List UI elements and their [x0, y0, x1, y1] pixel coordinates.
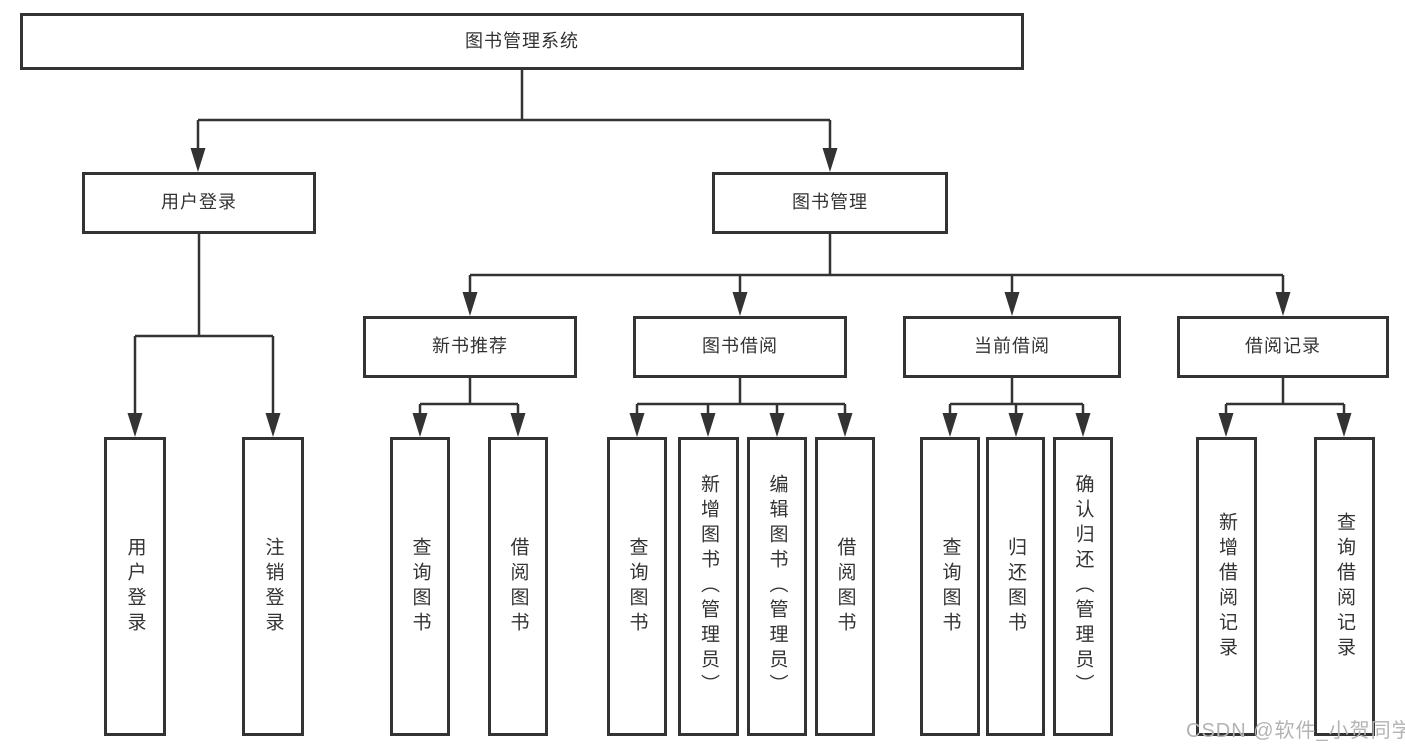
node-current-borrowing: 当前借阅: [903, 316, 1121, 378]
node-library-management-system: 图书管理系统: [20, 13, 1024, 70]
node-label: 查询图书: [409, 536, 431, 637]
node-label: 图书管理系统: [465, 30, 579, 51]
node-borrowing-records: 借阅记录: [1177, 316, 1389, 378]
node-label: 查询借阅记录: [1334, 511, 1355, 662]
leaf-return-books: 归还图书: [986, 437, 1045, 736]
node-label: 注销登录: [262, 536, 284, 637]
leaf-add-borrow-record: 新增借阅记录: [1196, 437, 1257, 736]
node-label: 确认归还（管理员）: [1072, 474, 1094, 699]
node-label: 查询图书: [939, 536, 961, 637]
node-label: 查询图书: [626, 536, 648, 637]
leaf-query-borrow-record: 查询借阅记录: [1314, 437, 1375, 736]
leaf-query-books-recommend: 查询图书: [390, 437, 450, 736]
leaf-logout: 注销登录: [242, 437, 304, 736]
leaf-query-books-current: 查询图书: [920, 437, 980, 736]
node-user-login-group: 用户登录: [82, 172, 316, 234]
node-label: 借阅图书: [834, 536, 856, 637]
node-book-management: 图书管理: [712, 172, 948, 234]
csdn-watermark: CSDN @软件_小贺同学: [1186, 720, 1405, 742]
node-label: 图书借阅: [702, 336, 778, 357]
node-label: 归还图书: [1005, 536, 1026, 637]
leaf-borrow-books: 借阅图书: [815, 437, 875, 736]
node-label: 新增借阅记录: [1216, 511, 1237, 662]
node-label: 用户登录: [161, 192, 237, 213]
node-label: 用户登录: [124, 536, 146, 637]
node-label: 新增图书（管理员）: [698, 474, 719, 699]
node-label: 借阅图书: [507, 536, 529, 637]
leaf-user-login: 用户登录: [104, 437, 166, 736]
leaf-edit-books-admin: 编辑图书（管理员）: [747, 437, 807, 736]
node-label: 借阅记录: [1245, 336, 1321, 357]
node-label: 当前借阅: [974, 336, 1050, 357]
node-label: 图书管理: [792, 192, 868, 213]
leaf-confirm-return-admin: 确认归还（管理员）: [1053, 437, 1113, 736]
node-label: 编辑图书（管理员）: [766, 474, 788, 699]
node-new-book-recommendation: 新书推荐: [363, 316, 577, 378]
leaf-borrow-books-recommend: 借阅图书: [488, 437, 548, 736]
leaf-add-books-admin: 新增图书（管理员）: [678, 437, 739, 736]
arrowhead-group: [127, 148, 1352, 437]
node-book-borrowing: 图书借阅: [633, 316, 847, 378]
node-label: 新书推荐: [432, 336, 508, 357]
leaf-query-books-borrowing: 查询图书: [607, 437, 667, 736]
